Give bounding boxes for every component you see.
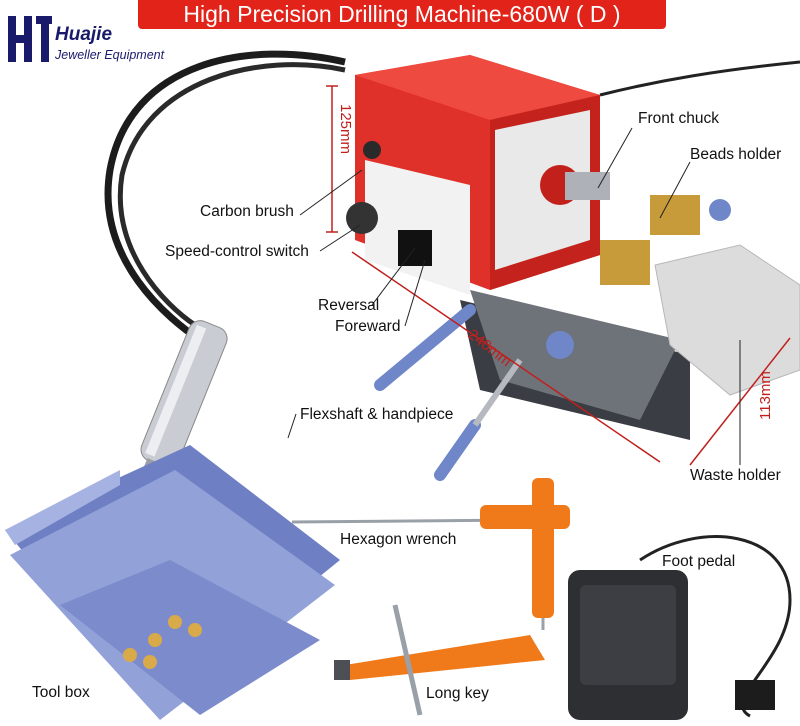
label-hexagon-wrench: Hexagon wrench [340, 531, 457, 548]
label-long-key: Long key [426, 685, 489, 702]
dimension-height: 125mm [337, 104, 354, 155]
brand-subtitle: Jeweller Equipment [55, 48, 165, 62]
label-foreward: Foreward [335, 318, 401, 335]
speed-knob [346, 202, 378, 234]
front-chuck [565, 172, 610, 200]
control-panel [365, 160, 470, 295]
hj-monogram-logo-icon [8, 16, 52, 62]
foot-pedal [568, 535, 792, 720]
waste-tray [654, 244, 800, 396]
label-speed-control-switch: Speed-control switch [165, 243, 309, 260]
label-tool-box: Tool box [32, 684, 90, 701]
brand-name: Huajie [55, 24, 113, 45]
label-flexshaft-handpiece: Flexshaft & handpiece [300, 406, 454, 423]
label-beads-holder: Beads holder [690, 146, 782, 163]
page-title: High Precision Drilling Machine-680W ( D… [138, 0, 666, 29]
callout-lines [287, 127, 741, 465]
label-reversal: Reversal [318, 297, 380, 314]
label-waste-holder: Waste holder [690, 467, 781, 484]
power-plug [735, 680, 775, 710]
hexagon-wrench [291, 478, 570, 630]
tool-box [5, 445, 340, 720]
power-cord [599, 60, 800, 97]
long-key-tool [334, 604, 545, 716]
carbon-brush-cap [363, 141, 381, 159]
label-front-chuck: Front chuck [638, 110, 719, 127]
bead-clamp [600, 240, 650, 285]
label-carbon-brush: Carbon brush [200, 203, 294, 220]
label-foot-pedal: Foot pedal [662, 553, 736, 570]
beads-holder [650, 195, 700, 235]
dimension-depth: 113mm [757, 371, 774, 420]
flexshaft-cable [104, 50, 346, 343]
